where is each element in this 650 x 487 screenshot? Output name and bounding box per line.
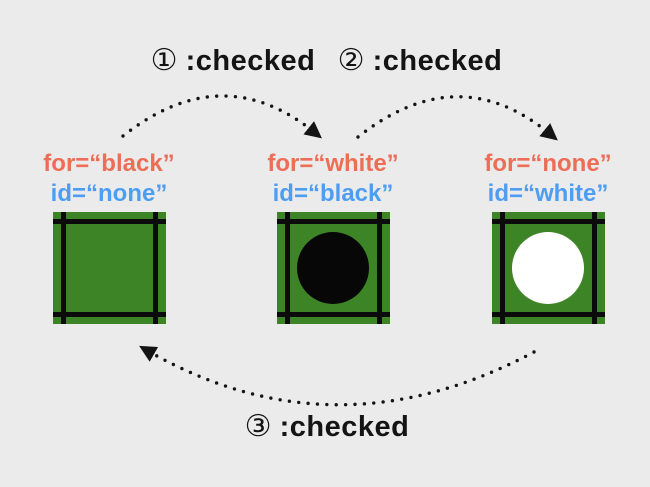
arrow-step1-icon [121, 94, 322, 139]
id-attribute-label: id=“white” [487, 180, 609, 207]
arrow-step2-icon [356, 95, 558, 141]
checked-pseudo-class-label: :checked [372, 45, 503, 77]
grid-line-vertical-left [284, 212, 290, 324]
transition-label-3: ③ :checked [244, 410, 410, 444]
grid-line-vertical-right [591, 212, 597, 324]
grid-line-horizontal-top [276, 219, 390, 224]
circled-number-2: ② [337, 44, 365, 77]
for-attribute-label: for=“none” [484, 150, 612, 177]
transition-label-2: ② :checked [337, 44, 503, 78]
grid-line-vertical-right [152, 212, 158, 324]
board-cell-none: for=“black” id=“none” [2, 149, 216, 324]
grid-line-horizontal-top [52, 219, 166, 224]
for-attribute-label: for=“white” [267, 150, 399, 177]
id-attribute-label: id=“black” [272, 180, 394, 207]
grid-line-vertical-left [60, 212, 66, 324]
black-stone [297, 232, 369, 304]
board-cell-white: for=“none” id=“white” [441, 149, 650, 324]
circled-number-1: ① [150, 44, 178, 77]
othello-board-square [52, 212, 166, 324]
id-attribute-label: id=“none” [50, 180, 168, 207]
grid-line-vertical-left [499, 212, 505, 324]
grid-line-vertical-right [376, 212, 382, 324]
othello-board-square [491, 212, 605, 324]
circled-number-3: ③ [244, 410, 272, 443]
grid-line-horizontal-top [491, 219, 605, 224]
transition-label-1: ① :checked [150, 44, 316, 78]
arrow-step3-icon [139, 345, 536, 407]
othello-board-square [276, 212, 390, 324]
checked-pseudo-class-label: :checked [279, 411, 410, 443]
board-cell-black: for=“white” id=“black” [226, 149, 440, 324]
grid-line-horizontal-bottom [52, 312, 166, 317]
white-stone [512, 232, 584, 304]
for-attribute-label: for=“black” [43, 150, 175, 177]
grid-line-horizontal-bottom [491, 312, 605, 317]
checked-pseudo-class-label: :checked [185, 45, 316, 77]
grid-line-horizontal-bottom [276, 312, 390, 317]
